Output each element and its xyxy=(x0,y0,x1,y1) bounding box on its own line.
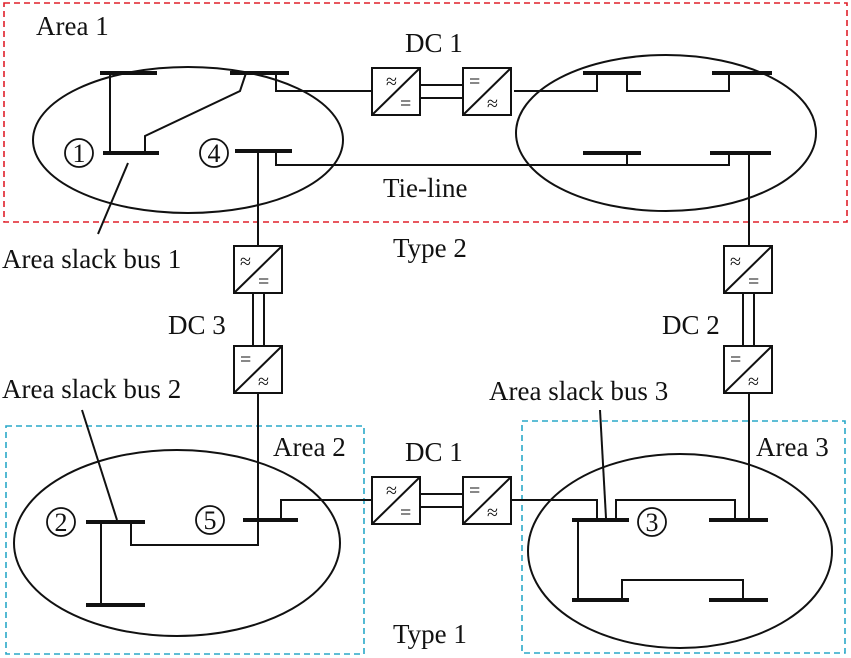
ac-symbol: ≈ xyxy=(730,251,741,273)
node-1-circle xyxy=(64,138,94,168)
area1-label: Area 1 xyxy=(36,11,109,41)
node-5-circle xyxy=(195,505,225,535)
node-2-label: 2 xyxy=(55,508,68,537)
area1-line-b xyxy=(144,72,247,153)
node-5-label: 5 xyxy=(204,506,217,535)
node-3-label: 3 xyxy=(646,508,659,537)
dc-symbol: = xyxy=(748,271,759,293)
right-area-line-top xyxy=(626,73,730,92)
dc-symbol: = xyxy=(469,71,480,93)
area2-boundary-box xyxy=(5,425,365,655)
area3-label: Area 3 xyxy=(756,432,829,462)
dc-symbol: = xyxy=(730,349,741,371)
dc3-label: DC 3 xyxy=(168,310,226,340)
dc3-converter-upper xyxy=(233,245,283,294)
dc1-mid-ac-left-wire xyxy=(280,499,372,520)
area1-ellipse xyxy=(32,66,344,214)
type1-label: Type 1 xyxy=(393,619,467,649)
ac-symbol: ≈ xyxy=(258,371,269,393)
tie-line-label: Tie-line xyxy=(383,173,468,203)
dc1-mid-converter-left xyxy=(371,476,421,525)
ac-symbol: ≈ xyxy=(386,480,397,502)
slack-bus-2-label: Area slack bus 2 xyxy=(2,374,181,404)
area3-boundary-box xyxy=(521,420,846,654)
node-2-circle xyxy=(46,507,76,537)
dc-symbol: = xyxy=(400,502,411,524)
node-4-label: 4 xyxy=(208,139,221,168)
ac-symbol: ≈ xyxy=(487,93,498,115)
ac-symbol: ≈ xyxy=(487,502,498,524)
dc1-top-ac-left-wire xyxy=(275,73,372,92)
area3-line-top xyxy=(615,499,736,520)
ac-symbol: ≈ xyxy=(748,371,759,393)
area2-label: Area 2 xyxy=(273,432,346,462)
slack-bus-1-pointer xyxy=(97,162,129,235)
dc1-mid-ac-right-wire xyxy=(511,499,598,520)
right-area-line-bottom xyxy=(626,153,730,166)
node-3-circle xyxy=(637,507,667,537)
slack-bus-3-pointer xyxy=(599,409,607,519)
node-1-label: 1 xyxy=(73,139,86,168)
type2-boundary-box xyxy=(3,2,848,223)
dc2-label: DC 2 xyxy=(662,310,720,340)
dc1-mid-converter-right xyxy=(462,476,512,525)
area2-line-horizontal xyxy=(130,522,258,546)
right-top-area-ellipse xyxy=(515,54,817,212)
dc1-top-converter-left xyxy=(371,67,421,116)
area3-line-bottom xyxy=(621,579,744,600)
slack-bus-2-pointer xyxy=(81,409,118,521)
dc1-mid-label: DC 1 xyxy=(405,437,463,467)
dc3-lower-wire xyxy=(243,393,259,546)
type2-label: Type 2 xyxy=(393,233,467,263)
dc-symbol: = xyxy=(469,480,480,502)
ac-symbol: ≈ xyxy=(240,251,251,273)
dc3-converter-lower xyxy=(233,345,283,394)
area3-ellipse xyxy=(527,453,833,649)
dc2-converter-upper xyxy=(723,245,773,294)
dc-symbol: = xyxy=(240,349,251,371)
node-4-circle xyxy=(199,138,229,168)
dc-symbol: = xyxy=(258,271,269,293)
dc1-top-converter-right xyxy=(462,67,512,116)
dc1-top-ac-right-wire xyxy=(514,73,598,92)
slack-bus-1-label: Area slack bus 1 xyxy=(2,244,181,274)
area2-ellipse xyxy=(13,449,341,637)
ac-symbol: ≈ xyxy=(386,71,397,93)
tie-line-wire xyxy=(275,151,638,166)
dc1-top-label: DC 1 xyxy=(405,28,463,58)
slack-bus-3-label: Area slack bus 3 xyxy=(489,376,668,406)
dc-symbol: = xyxy=(400,93,411,115)
